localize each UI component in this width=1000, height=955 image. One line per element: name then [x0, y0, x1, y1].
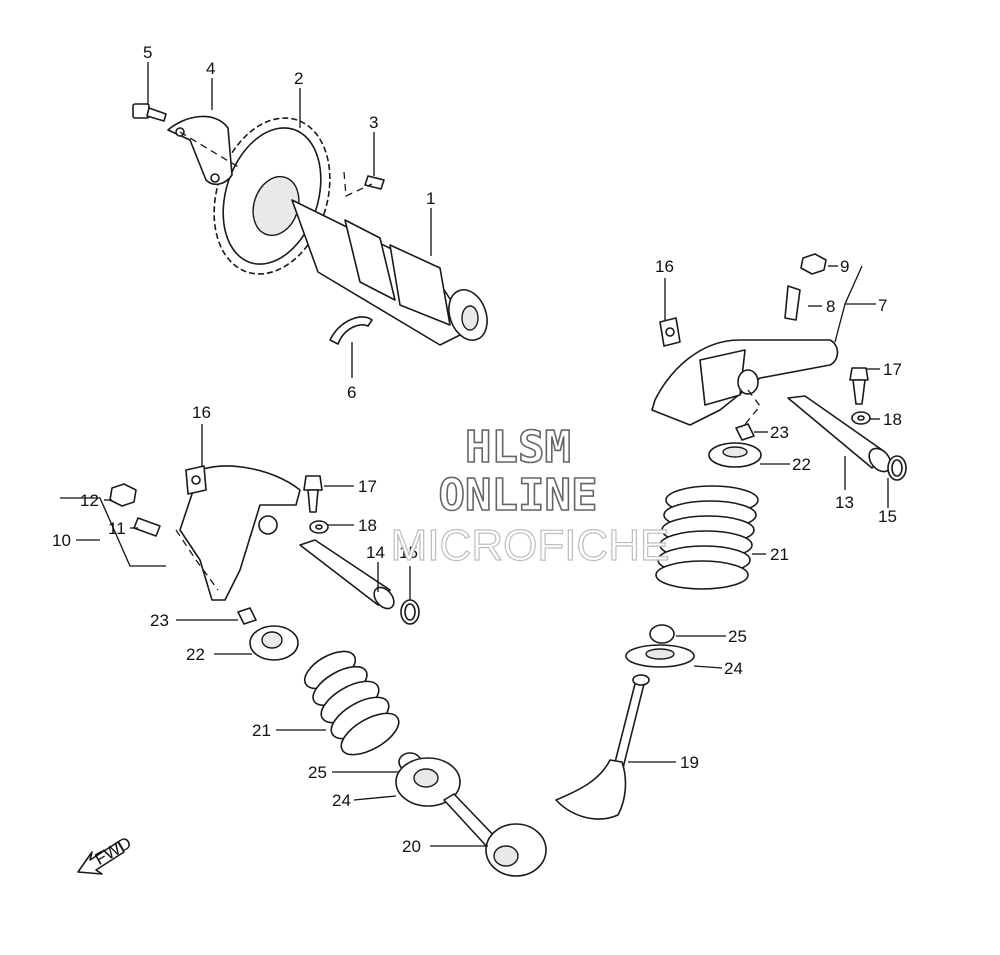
oring-6: [329, 316, 373, 345]
watermark: HLSM ONLINE MICROFICHE: [390, 421, 670, 570]
callout-2: 2: [294, 69, 303, 88]
valve-spring-21-left: [303, 650, 400, 756]
valve-20: [443, 793, 547, 877]
callout-4: 4: [206, 59, 215, 78]
callout-25-right: 25: [728, 627, 747, 646]
camshaft-sprocket: [213, 117, 331, 275]
callout-18-right: 18: [883, 410, 902, 429]
callout-10: 10: [52, 531, 71, 550]
callout-16-left: 16: [192, 403, 211, 422]
callout-14: 14: [366, 543, 385, 562]
callout-17-left: 17: [358, 477, 377, 496]
callout-24-left: 24: [332, 791, 351, 810]
callout-19: 19: [680, 753, 699, 772]
rocker-shaft-13: [787, 395, 892, 473]
washer-18-right: [851, 411, 871, 425]
lock-washer: [167, 115, 241, 186]
callout-18-left: 18: [358, 516, 377, 535]
callout-15-left: 15: [399, 543, 418, 562]
dowel-pin: [343, 171, 385, 197]
spring-seat-24-left: [395, 757, 461, 807]
callout-17-right: 17: [883, 360, 902, 379]
watermark-line3: MICROFICHE: [391, 521, 670, 570]
adjust-screw-11: [133, 517, 161, 537]
fwd-arrow-icon: FWD: [77, 833, 135, 875]
bolt-17-left: [303, 475, 323, 513]
callout-20: 20: [402, 837, 421, 856]
callout-1: 1: [426, 189, 435, 208]
washer-18-left: [309, 520, 329, 534]
cotter-23-left: [237, 607, 257, 625]
callout-3: 3: [369, 113, 378, 132]
right-rocker-arm: [651, 339, 839, 426]
camshaft: [291, 199, 488, 346]
fwd-label: FWD: [92, 833, 135, 869]
sprocket-bolt: [132, 103, 167, 122]
callout-8: 8: [826, 297, 835, 316]
leader-lines: [60, 62, 889, 847]
callout-16-right: 16: [655, 257, 674, 276]
callout-22-right: 22: [792, 455, 811, 474]
callout-21-right: 21: [770, 545, 789, 564]
callout-7: 7: [878, 296, 887, 315]
bolt-17-right: [849, 367, 869, 405]
adjust-nut-12: [109, 483, 137, 507]
watermark-line2: ONLINE: [439, 470, 598, 521]
oring-15-left: [400, 599, 420, 625]
callout-25-left: 25: [308, 763, 327, 782]
left-rocker-arm: [179, 465, 301, 601]
cotter-23-right: [735, 423, 755, 441]
callout-11: 11: [108, 519, 126, 538]
callout-9: 9: [840, 257, 849, 276]
valve-19: [555, 674, 650, 820]
rocker-shaft-14: [299, 539, 395, 610]
callout-5: 5: [143, 43, 152, 62]
retainer-22-right: [708, 442, 762, 468]
callout-12: 12: [80, 491, 99, 510]
right-centerline: [741, 389, 761, 429]
left-centerline: [175, 529, 219, 591]
adjust-screw-8: [784, 285, 801, 321]
retainer-22-left: [249, 625, 299, 661]
left-bracket-16: [185, 465, 207, 495]
watermark-line1: HLSM: [465, 422, 571, 473]
callout-23-left: 23: [150, 611, 169, 630]
cotter-25-right: [649, 624, 675, 644]
callout-22-left: 22: [186, 645, 205, 664]
callout-13: 13: [835, 493, 854, 512]
right-bracket-16: [659, 317, 681, 347]
callout-23-right: 23: [770, 423, 789, 442]
spring-seat-24-right: [625, 644, 695, 668]
adjust-nut-9: [800, 253, 827, 275]
callout-24-right: 24: [724, 659, 743, 678]
callout-21-left: 21: [252, 721, 271, 740]
valve-spring-21-right: [655, 485, 759, 590]
oring-15-right: [887, 455, 907, 481]
callout-15-right: 15: [878, 507, 897, 526]
callout-numbers: 1 2 3 4 5 6 7 8 9 10 11 12 13 14 15 15 1…: [52, 43, 902, 856]
callout-6: 6: [347, 383, 356, 402]
